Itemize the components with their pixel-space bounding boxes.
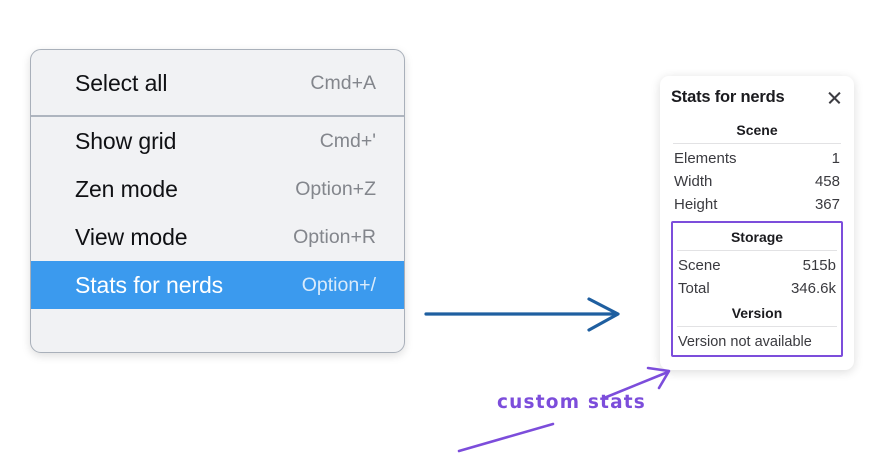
- menu-item-select-all[interactable]: Select all Cmd+A: [31, 59, 404, 107]
- stat-value: 346.6k: [790, 280, 836, 297]
- menu-item-shortcut: Cmd+A: [310, 71, 376, 94]
- menu-item-label: View mode: [75, 223, 188, 250]
- menu-item-shortcut: Option+Z: [295, 177, 376, 200]
- close-icon[interactable]: [826, 89, 843, 106]
- stats-for-nerds-panel: Stats for nerds Scene Elements 1 Width 4…: [660, 76, 854, 370]
- version-note: Version not available: [678, 334, 812, 350]
- blue-arrow-icon: [424, 297, 620, 332]
- menu-item-view-mode[interactable]: View mode Option+R: [31, 213, 404, 261]
- menu-separator: [31, 115, 404, 117]
- version-section-heading: Version: [731, 305, 783, 321]
- stat-value: 515b: [802, 257, 836, 274]
- stat-row-height: Height 367: [671, 193, 843, 216]
- purple-underline-stroke: [457, 422, 555, 453]
- stats-panel-header: Stats for nerds: [671, 88, 843, 107]
- stat-key: Total: [678, 280, 710, 297]
- stat-value: 1: [831, 150, 840, 167]
- menu-item-zen-mode[interactable]: Zen mode Option+Z: [31, 165, 404, 213]
- custom-stats-annotation-label: custom stats: [497, 392, 647, 413]
- menu-item-stats-for-nerds[interactable]: Stats for nerds Option+/: [31, 261, 404, 309]
- context-menu: Select all Cmd+A Show grid Cmd+' Zen mod…: [30, 49, 405, 353]
- menu-item-label: Zen mode: [75, 175, 178, 202]
- menu-top-padding: [31, 50, 404, 59]
- stat-key: Height: [674, 196, 718, 213]
- scene-section-heading: Scene: [736, 122, 778, 138]
- stat-key: Width: [674, 173, 713, 190]
- menu-item-label: Stats for nerds: [75, 271, 224, 298]
- menu-item-show-grid[interactable]: Show grid Cmd+': [31, 117, 404, 165]
- version-section-rule: [677, 326, 837, 327]
- menu-item-shortcut: Option+/: [301, 273, 376, 296]
- stat-value: 367: [814, 196, 840, 213]
- storage-section-heading: Storage: [730, 229, 784, 245]
- menu-item-label: Show grid: [75, 127, 177, 154]
- scene-section-rule: [673, 143, 841, 144]
- stat-row-elements: Elements 1: [671, 147, 843, 170]
- menu-item-shortcut: Cmd+': [319, 129, 376, 152]
- stat-row-width: Width 458: [671, 170, 843, 193]
- storage-section-rule: [677, 250, 837, 251]
- stat-row-storage-total: Total 346.6k: [675, 277, 839, 300]
- stat-key: Elements: [674, 150, 737, 167]
- menu-item-shortcut: Option+R: [293, 225, 376, 248]
- stat-row-storage-scene: Scene 515b: [675, 254, 839, 277]
- menu-item-label: Select all: [75, 69, 168, 96]
- custom-stats-highlight-box: Storage Scene 515b Total 346.6k Version …: [671, 221, 843, 357]
- stat-value: 458: [814, 173, 840, 190]
- stat-key: Scene: [678, 257, 721, 274]
- stats-panel-title: Stats for nerds: [671, 88, 785, 106]
- menu-bottom-padding: [31, 309, 404, 320]
